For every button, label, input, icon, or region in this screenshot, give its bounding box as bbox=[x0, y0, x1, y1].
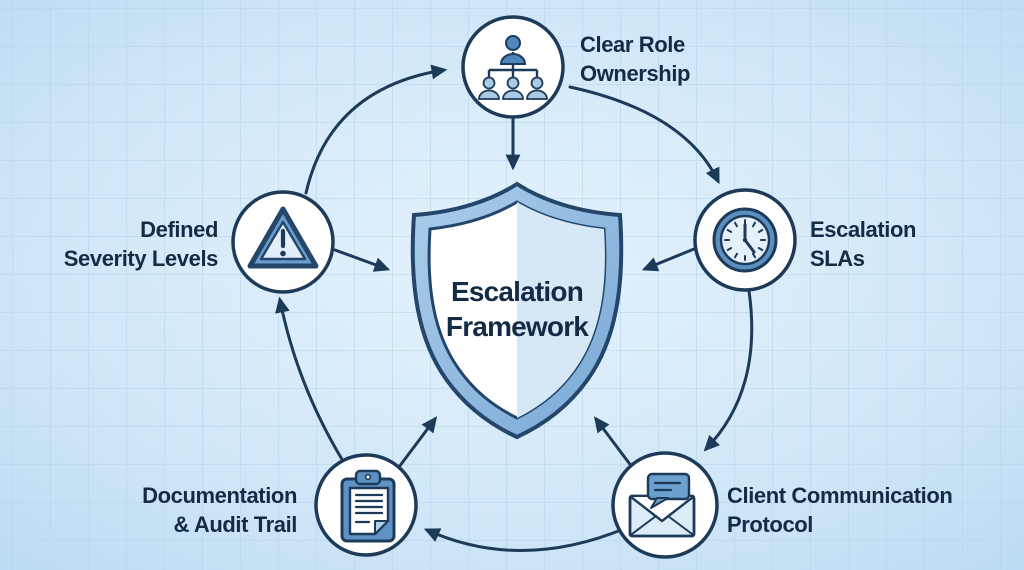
node-clear-role-ownership: Clear Role Ownership bbox=[461, 15, 690, 119]
node-label-line1: Clear Role bbox=[580, 32, 685, 57]
clock-icon bbox=[712, 207, 778, 273]
node-label-line2: Ownership bbox=[580, 61, 690, 86]
arrow-documentation-to-severity bbox=[275, 296, 345, 463]
node-defined-severity-levels: Defined Severity Levels bbox=[64, 190, 335, 294]
node-label-line1: Documentation bbox=[142, 483, 297, 508]
arrow-slas-to-client bbox=[703, 289, 754, 452]
org-sub-body bbox=[478, 89, 500, 100]
warning-triangle-icon bbox=[247, 206, 319, 269]
clock-hands bbox=[743, 223, 756, 254]
center-title-line1: Escalation bbox=[451, 276, 583, 307]
org-sub-body bbox=[502, 89, 524, 100]
arrow-severity-to-roles bbox=[304, 64, 448, 195]
org-sub-head bbox=[530, 76, 544, 90]
clock-ticks bbox=[724, 219, 766, 261]
node-label-line2: & Audit Trail bbox=[173, 512, 297, 537]
arrow-documentation-to-center bbox=[397, 416, 438, 469]
chat-bubble-tail bbox=[650, 497, 669, 509]
org-chart-icon bbox=[478, 35, 548, 100]
arrow-client-to-center bbox=[593, 416, 634, 469]
org-top-body bbox=[499, 53, 527, 65]
node-label-line2: Protocol bbox=[727, 512, 813, 537]
arrow-slas-to-center bbox=[641, 247, 696, 272]
org-sub-body bbox=[526, 89, 548, 100]
org-sub-head bbox=[482, 76, 496, 90]
node-label-line1: Client Communication bbox=[727, 483, 952, 508]
node-label-line1: Escalation bbox=[810, 217, 916, 242]
node-label-line2: Severity Levels bbox=[64, 246, 218, 271]
clock-center-dot bbox=[742, 237, 748, 243]
arrow-client-to-documentation bbox=[423, 526, 628, 552]
arrow-roles-to-slas bbox=[568, 85, 720, 185]
clipboard-clip-hole bbox=[364, 473, 372, 481]
node-documentation-audit-trail: Documentation & Audit Trail bbox=[142, 453, 418, 557]
envelope-chat-icon bbox=[628, 472, 696, 538]
envelope-bottom-folds bbox=[631, 515, 693, 535]
node-label-line2: SLAs bbox=[810, 246, 865, 271]
envelope-flap bbox=[630, 496, 694, 523]
arrow-severity-to-center bbox=[333, 248, 391, 272]
clipboard-icon bbox=[340, 469, 396, 543]
chat-bubble bbox=[646, 472, 691, 501]
clipboard-paper-fold bbox=[374, 520, 389, 535]
node-client-communication-protocol: Client Communication Protocol bbox=[611, 451, 953, 559]
center-shield: Escalation Framework bbox=[410, 181, 624, 440]
org-top-head bbox=[505, 35, 521, 51]
exclamation-dot bbox=[280, 250, 286, 257]
center-title-line2: Framework bbox=[446, 311, 589, 342]
clipboard-text-lines bbox=[354, 493, 384, 524]
node-escalation-slas: Escalation SLAs bbox=[693, 188, 916, 292]
org-sub-head bbox=[506, 76, 520, 90]
chat-bubble-lines bbox=[653, 481, 682, 492]
node-label-line1: Defined bbox=[140, 217, 218, 242]
